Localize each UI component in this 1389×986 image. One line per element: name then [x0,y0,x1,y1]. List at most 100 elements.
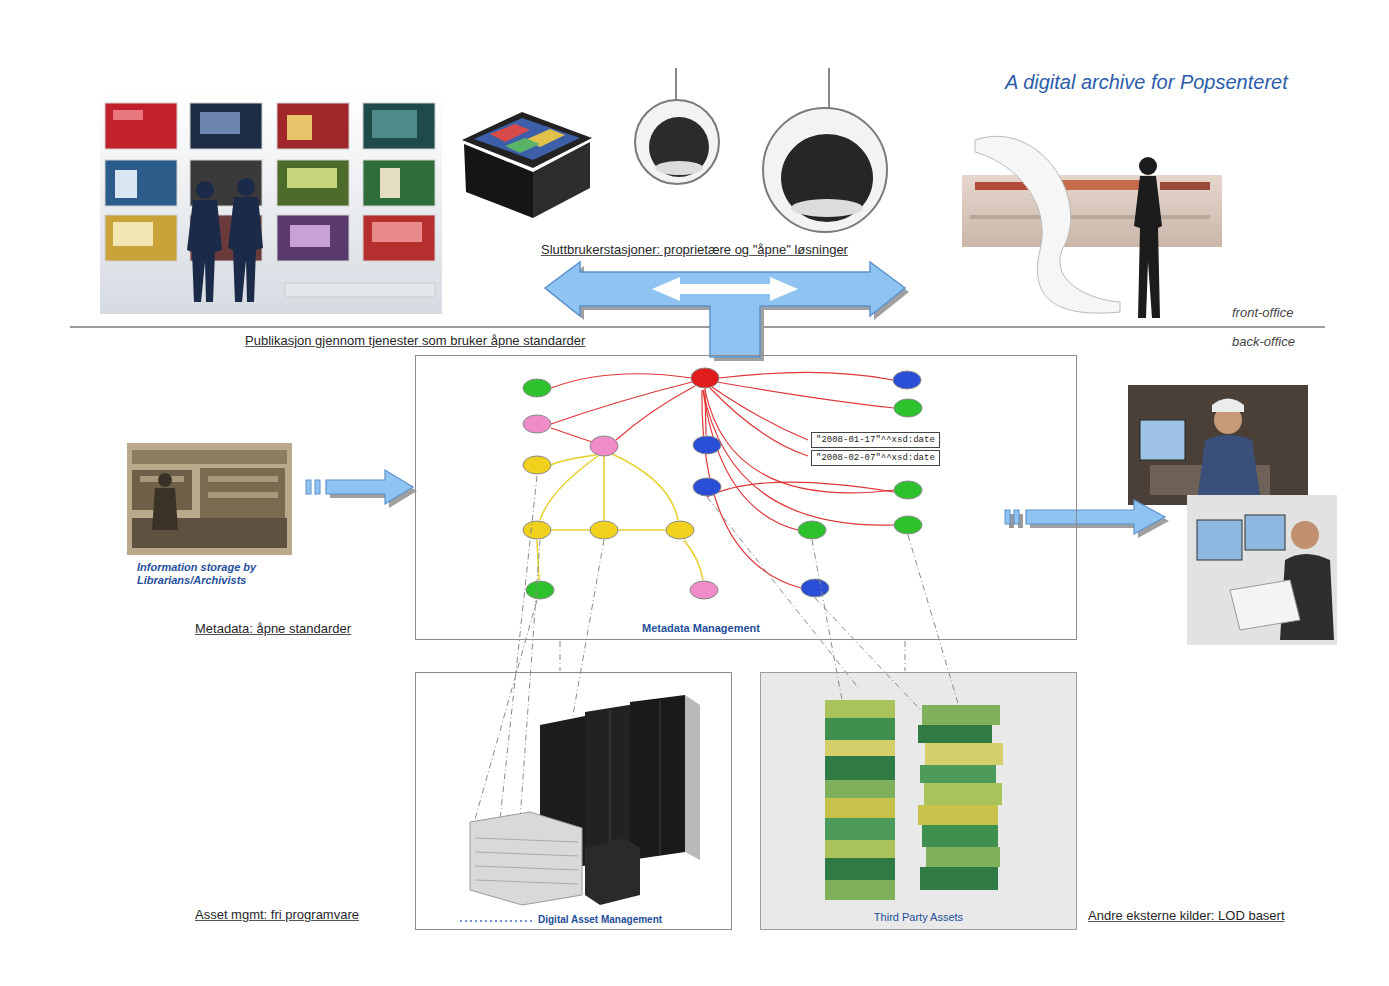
metadata-graph [719,372,893,380]
asset-leader-lines [812,540,842,700]
server-picture [460,695,700,921]
layer-label: Publikasjon gjennom tjenester som bruker… [245,333,585,349]
literal-box: "2008-01-17"^^xsd:date [811,432,940,448]
bubble-chair-picture [635,68,887,232]
video-wall-picture [290,225,330,247]
book-stacks-picture [825,756,895,780]
archive-node: Information storage by Librarians/Archiv… [127,443,302,587]
bubble-chair-picture [763,108,887,232]
metadata-graph [690,581,718,599]
output-arrow [1014,510,1019,524]
store-picture [970,215,1210,219]
diagram-title: A digital archive for Popsenteret [1005,70,1288,94]
book-stacks-picture [825,880,895,900]
layer-label: Andre eksterne kilder: LOD basert [1088,908,1285,924]
output-arrow [1026,500,1165,534]
store-picture [975,136,1120,313]
metadata-graph [691,368,719,388]
metadata-graph [523,456,551,474]
bubble-chair-picture [828,68,830,108]
zone-label: back-office [1232,334,1295,350]
video-wall-picture [237,178,255,196]
book-stacks-picture [918,725,992,743]
book-stacks-picture [924,783,1002,805]
archive-photo [158,473,172,487]
book-stacks-picture [925,743,1003,765]
video-wall-picture [113,110,143,120]
asset-leader-lines [520,540,540,820]
metadata-graph [551,455,596,465]
publication-arrow [545,262,905,357]
video-wall-picture [115,170,137,198]
video-wall-picture [196,181,214,199]
node-text: Information storage by Librarians/Archiv… [137,561,287,587]
server-picture [610,710,611,860]
third-party-box: Third Party Assets [760,672,1077,930]
metadata-box: Metadata Management "2008-01-17"^^xsd:dat… [415,355,1077,640]
store-picture [1139,157,1157,175]
node-text: Metadata Management [640,621,762,635]
asset-leader-lines [472,600,537,830]
archive-photo [127,443,292,555]
metadata-graph [612,454,678,520]
video-wall-picture [277,103,349,149]
book-stacks-picture [920,765,996,783]
store-picture [962,136,1222,318]
touch-table-picture [464,144,533,218]
users-photos [1245,515,1285,550]
publication-arrow [545,262,909,361]
video-wall-picture [105,215,177,261]
node-text: "2008-02-07"^^xsd:date [816,453,935,463]
users-photos [1128,385,1308,505]
video-wall-picture [363,103,435,149]
metadata-graph [666,521,694,539]
metadata-graph [526,581,554,599]
touch-table-picture [505,138,540,153]
server-picture [475,880,578,884]
third-party-ground [760,672,1077,930]
video-wall-picture [105,160,177,206]
node-text: Third Party Assets [872,910,965,924]
video-wall-picture [380,168,400,198]
bubble-chair-picture [791,199,863,217]
store-picture [1160,182,1210,190]
third-party-ground [760,672,1077,930]
archive-photo [132,450,287,464]
users-photos [1197,520,1242,560]
metadata-graph [801,579,829,597]
video-wall-picture [287,115,312,140]
book-stacks-picture [825,818,895,840]
literal-box: "2008-02-07"^^xsd:date [811,450,940,466]
bubble-chair-picture [635,100,719,184]
metadata-graph [707,482,894,497]
book-stacks-picture [825,718,895,740]
video-wall-picture [100,92,442,314]
server-picture [475,838,578,842]
video-wall-picture [200,112,240,134]
metadata-graph [710,388,808,456]
metadata-graph [693,478,721,496]
metadata-graph [551,428,592,442]
store-picture [962,175,1222,247]
metadata-graph [537,454,703,580]
metadata-graph [551,382,692,424]
archive-photo [208,476,278,482]
layer-label: Metadata: åpne standarder [195,621,351,637]
metadata-graph [523,521,551,539]
video-wall-picture [372,222,422,242]
video-wall-picture [100,92,442,314]
video-wall-picture [363,215,435,261]
server-picture [685,695,700,860]
metadata-graph [537,540,539,580]
archive-photo [127,443,292,555]
server-picture [660,700,661,855]
video-wall-picture [105,103,177,149]
video-wall-picture [285,283,435,297]
video-wall-picture [287,168,337,188]
node-text: "2008-01-17"^^xsd:date [816,435,935,445]
metadata-graph [893,371,921,389]
output-arrow [1005,500,1169,538]
metadata-graph [894,516,922,534]
video-wall-picture [277,215,349,261]
